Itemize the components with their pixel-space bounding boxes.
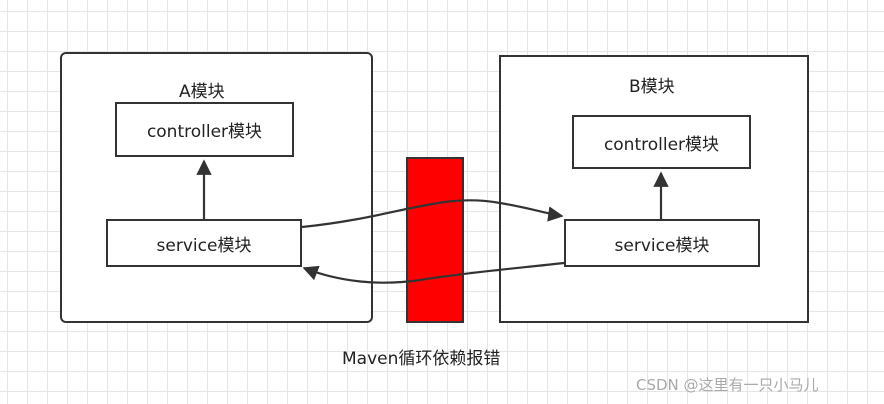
- module-b-service-box: service模块: [564, 219, 760, 267]
- module-a-service-box: service模块: [106, 219, 302, 267]
- module-a-container: [60, 52, 373, 323]
- module-b-controller-box: controller模块: [572, 115, 751, 169]
- module-b-container: [499, 55, 809, 323]
- diagram-caption: Maven循环依赖报错: [342, 349, 501, 369]
- module-b-title: B模块: [629, 77, 675, 97]
- module-a-controller-box: controller模块: [115, 102, 294, 157]
- b-service-to-a-service-arrow: [302, 261, 565, 284]
- csdn-watermark: CSDN @这里有一只小马儿: [636, 376, 819, 394]
- dependency-barrier: [406, 157, 464, 323]
- a-service-to-b-service-arrow: [301, 199, 564, 229]
- module-a-title: A模块: [179, 82, 225, 102]
